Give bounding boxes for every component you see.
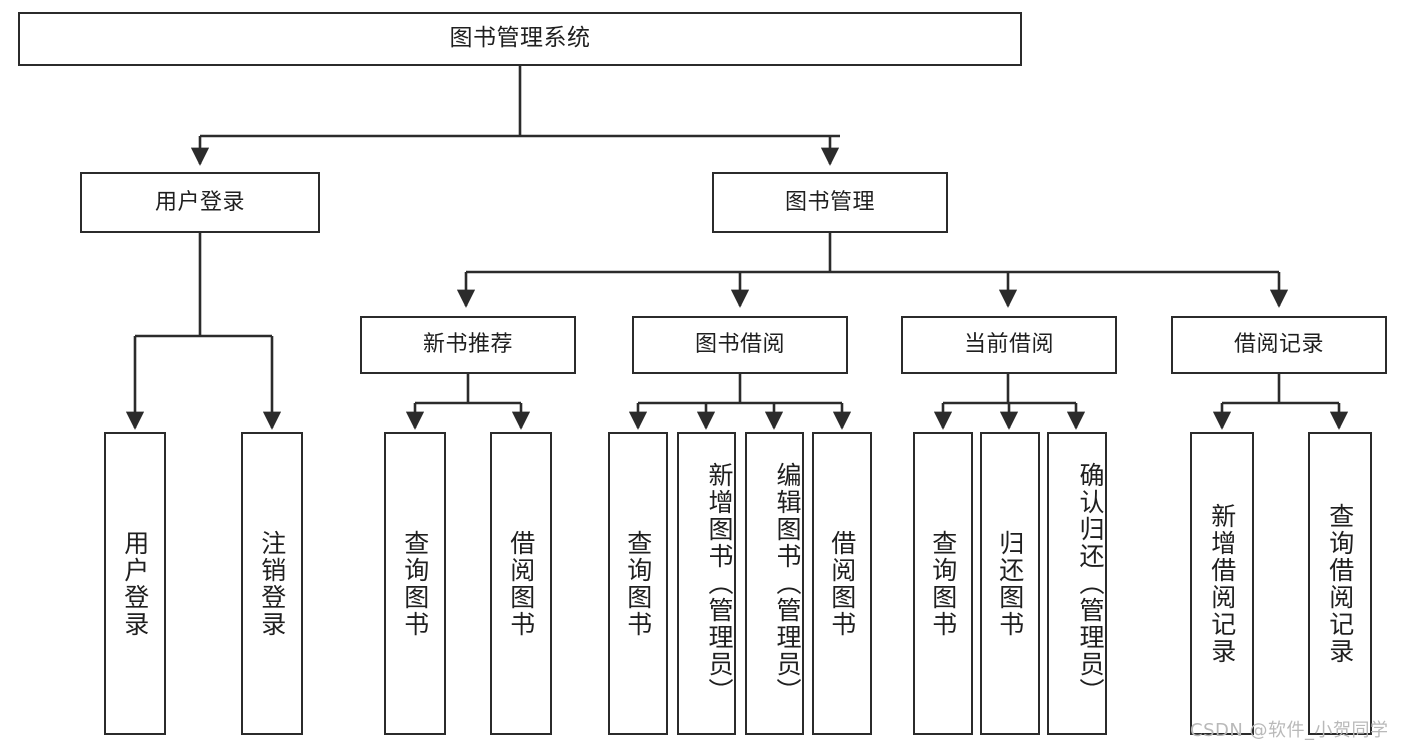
node-new-book-recommend[interactable]: 新书推荐: [360, 316, 576, 374]
node-borrow-records[interactable]: 借阅记录: [1171, 316, 1387, 374]
node-book-management[interactable]: 图书管理: [712, 172, 948, 233]
node-user-login[interactable]: 用户登录: [80, 172, 320, 233]
leaf-add-book-admin[interactable]: 新增图书（管理员）: [677, 432, 736, 735]
leaf-query-borrow-record[interactable]: 查询借阅记录: [1308, 432, 1372, 735]
leaf-query-book-borrow[interactable]: 查询图书: [608, 432, 668, 735]
leaf-confirm-return-admin[interactable]: 确认归还（管理员）: [1047, 432, 1107, 735]
leaf-edit-book-admin[interactable]: 编辑图书（管理员）: [745, 432, 804, 735]
csdn-watermark: CSDN @软件_小贺同学: [1190, 720, 1389, 741]
leaf-borrow-book[interactable]: 借阅图书: [812, 432, 872, 735]
leaf-user-login[interactable]: 用户登录: [104, 432, 166, 735]
node-root[interactable]: 图书管理系统: [18, 12, 1022, 66]
leaf-return-book[interactable]: 归还图书: [980, 432, 1040, 735]
node-current-borrow[interactable]: 当前借阅: [901, 316, 1117, 374]
leaf-query-book-recommend[interactable]: 查询图书: [384, 432, 446, 735]
leaf-query-book-current[interactable]: 查询图书: [913, 432, 973, 735]
leaf-logout[interactable]: 注销登录: [241, 432, 303, 735]
leaf-add-borrow-record[interactable]: 新增借阅记录: [1190, 432, 1254, 735]
node-book-borrow[interactable]: 图书借阅: [632, 316, 848, 374]
leaf-borrow-book-recommend[interactable]: 借阅图书: [490, 432, 552, 735]
